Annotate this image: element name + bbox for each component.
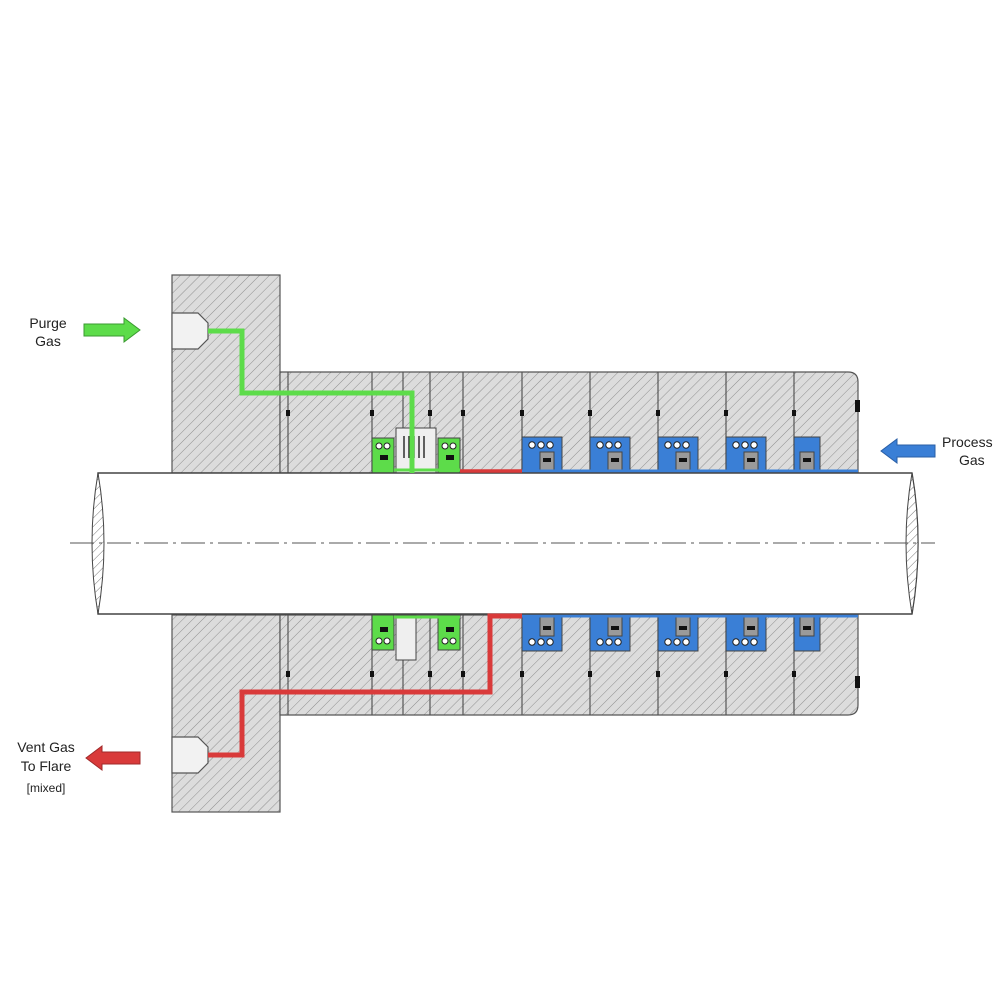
vent-gas-note: [mixed] xyxy=(27,781,66,795)
vent-gas-label-line2: To Flare xyxy=(21,758,72,774)
shaft xyxy=(70,472,935,615)
purge-port xyxy=(171,312,209,350)
vent-port xyxy=(171,736,209,774)
purge-gas-arrow xyxy=(83,317,141,343)
process-seal-elements xyxy=(521,436,821,652)
vent-gas-path xyxy=(208,469,522,758)
process-gas-label-line2: Gas xyxy=(959,452,985,468)
process-gas-path xyxy=(522,469,858,618)
vent-gas-arrow xyxy=(85,745,141,771)
process-gas-label-line1: Process xyxy=(942,434,993,450)
vent-gas-label-line1: Vent Gas xyxy=(17,739,75,755)
process-gas-arrow xyxy=(880,438,936,464)
purge-gas-label-line1: Purge xyxy=(29,315,67,331)
purge-gas-label-line2: Gas xyxy=(35,333,61,349)
purge-gas-path xyxy=(208,328,460,619)
purge-seal-elements xyxy=(371,427,461,661)
o-ring-marks xyxy=(286,400,860,688)
housing-flange xyxy=(171,274,281,813)
